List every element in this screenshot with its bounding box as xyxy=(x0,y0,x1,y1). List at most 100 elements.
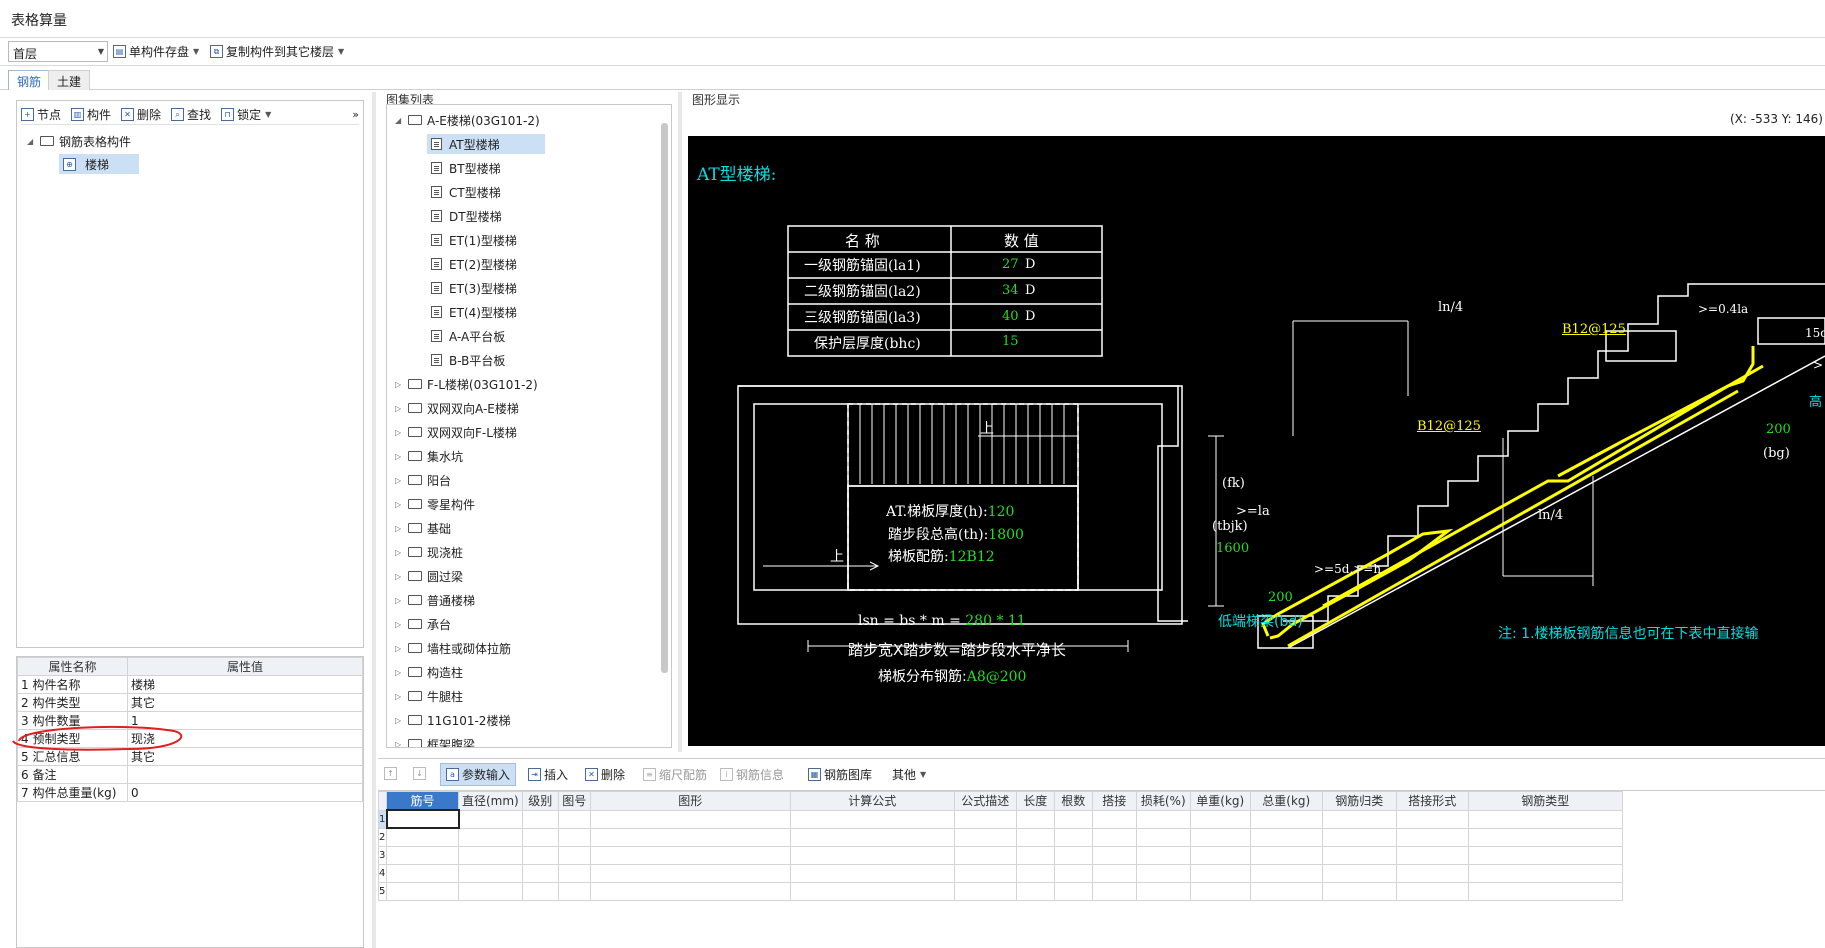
expand-icon[interactable]: ▷ xyxy=(395,403,402,413)
atlas-group[interactable]: ▷零星构件 xyxy=(395,494,475,514)
col-header[interactable]: 搭接形式 xyxy=(1395,791,1469,811)
beam-width-top[interactable]: 200 xyxy=(1766,422,1791,437)
table-cell[interactable] xyxy=(1189,863,1251,883)
property-value[interactable]: 0 xyxy=(127,783,363,802)
thickness-value[interactable]: 120 xyxy=(987,504,1015,520)
expand-icon[interactable]: ▷ xyxy=(395,667,402,677)
expand-icon[interactable]: ▷ xyxy=(395,427,402,437)
table-cell[interactable] xyxy=(1249,845,1323,865)
table-cell[interactable] xyxy=(1015,845,1055,865)
tab-civil[interactable]: 土建 xyxy=(48,70,91,90)
table-cell[interactable] xyxy=(1135,845,1191,865)
table-cell[interactable] xyxy=(1015,809,1055,829)
atlas-group[interactable]: ▷圆过梁 xyxy=(395,566,463,586)
table-cell[interactable] xyxy=(1135,863,1191,883)
col-header[interactable]: 总重(kg) xyxy=(1249,791,1323,811)
expand-icon[interactable]: ▷ xyxy=(395,475,402,485)
table-cell[interactable] xyxy=(1135,809,1191,829)
table-cell[interactable] xyxy=(521,845,559,865)
expand-icon[interactable]: ▷ xyxy=(395,691,402,701)
table-cell[interactable] xyxy=(1053,845,1093,865)
atlas-group[interactable]: ▷阳台 xyxy=(395,470,451,490)
atlas-group[interactable]: ▷墙柱或砌体拉筋 xyxy=(395,638,511,658)
table-cell[interactable] xyxy=(1321,881,1397,901)
table-cell[interactable] xyxy=(1135,827,1191,847)
table-cell[interactable] xyxy=(953,809,1017,829)
table-cell[interactable] xyxy=(1395,845,1469,865)
table-cell[interactable] xyxy=(1091,809,1137,829)
tree-root[interactable]: ◢ 钢筋表格构件 xyxy=(27,131,131,151)
table-cell[interactable] xyxy=(1395,881,1469,901)
property-value[interactable]: 其它 xyxy=(127,693,363,712)
table-cell[interactable] xyxy=(1091,845,1137,865)
table-cell[interactable] xyxy=(557,863,591,883)
property-row[interactable]: 7 构件总重量(kg)0 xyxy=(17,783,363,802)
table-cell[interactable] xyxy=(1467,845,1623,865)
table-cell[interactable] xyxy=(1321,827,1397,847)
atlas-group[interactable]: ▷承台 xyxy=(395,614,451,634)
table-cell[interactable] xyxy=(458,881,523,901)
insert-button[interactable]: ⇥插入 xyxy=(528,766,568,783)
table-row[interactable]: 2 xyxy=(378,827,1623,847)
expand-icon[interactable]: ▷ xyxy=(395,715,402,725)
table-cell[interactable] xyxy=(953,827,1017,847)
table-cell[interactable] xyxy=(521,863,559,883)
col-header[interactable]: 损耗(%) xyxy=(1135,791,1191,811)
property-row[interactable]: 2 构件类型其它 xyxy=(17,693,363,712)
table-cell[interactable] xyxy=(1189,827,1251,847)
property-value[interactable] xyxy=(127,765,363,784)
param-value[interactable]: 40 xyxy=(1002,309,1019,324)
table-cell[interactable] xyxy=(1015,881,1055,901)
table-cell[interactable] xyxy=(589,845,791,865)
atlas-group[interactable]: ▷双网双向F-L楼梯 xyxy=(395,422,517,442)
table-cell[interactable] xyxy=(386,845,459,865)
table-cell[interactable] xyxy=(789,863,955,883)
table-cell[interactable] xyxy=(1091,881,1137,901)
table-row[interactable]: 1 xyxy=(378,809,1623,829)
table-cell-selected[interactable] xyxy=(385,809,460,829)
col-header[interactable]: 计算公式 xyxy=(789,791,955,811)
col-header[interactable]: 图号 xyxy=(557,791,591,811)
scale-rebar-button[interactable]: ≡缩尺配筋 xyxy=(643,766,707,783)
save-single-button[interactable]: ▤ 单构件存盘 ▼ xyxy=(113,43,199,60)
beam-width-bottom[interactable]: 200 xyxy=(1268,590,1293,605)
table-cell[interactable] xyxy=(1189,881,1251,901)
rebar-library-button[interactable]: ▦钢筋图库 xyxy=(808,766,872,783)
table-cell[interactable] xyxy=(1135,881,1191,901)
table-cell[interactable] xyxy=(386,881,459,901)
atlas-group-open[interactable]: ◢ A-E楼梯(03G101-2) xyxy=(395,110,540,130)
floor-select[interactable]: 首层 ▼ xyxy=(8,41,108,62)
table-cell[interactable] xyxy=(1091,827,1137,847)
table-cell[interactable] xyxy=(1189,809,1251,829)
table-cell[interactable] xyxy=(458,827,523,847)
table-cell[interactable] xyxy=(589,881,791,901)
rebar-value[interactable]: 12B12 xyxy=(948,549,995,565)
table-cell[interactable] xyxy=(521,827,559,847)
atlas-item[interactable]: BT型楼梯 xyxy=(431,158,501,178)
table-cell[interactable] xyxy=(1015,863,1055,883)
table-cell[interactable] xyxy=(1249,809,1323,829)
toolbar-overflow-icon[interactable]: » xyxy=(352,108,359,121)
graphic-canvas[interactable]: AT型楼梯: 名 称 数 值 一级钢筋锚固(la1) 27 D 二级钢筋锚固(l… xyxy=(688,136,1825,746)
distribution-value[interactable]: A8@200 xyxy=(966,669,1027,685)
expand-icon[interactable]: ▷ xyxy=(395,547,402,557)
table-cell[interactable] xyxy=(1249,827,1323,847)
table-cell[interactable] xyxy=(1091,863,1137,883)
arrow-up-icon[interactable]: ↑ xyxy=(384,767,397,780)
atlas-group[interactable]: ▷F-L楼梯(03G101-2) xyxy=(395,374,538,394)
lsn-value[interactable]: 280 * 11 xyxy=(965,613,1026,629)
component-button[interactable]: ▥构件 xyxy=(71,106,111,123)
expand-icon[interactable]: ▷ xyxy=(395,523,402,533)
property-value[interactable]: 楼梯 xyxy=(127,675,363,694)
atlas-scrollbar[interactable] xyxy=(661,123,668,673)
table-cell[interactable] xyxy=(1053,827,1093,847)
atlas-item[interactable]: ET(1)型楼梯 xyxy=(431,230,517,250)
table-cell[interactable] xyxy=(589,809,791,829)
property-row[interactable]: 1 构件名称楼梯 xyxy=(17,675,363,694)
col-header[interactable]: 长度 xyxy=(1015,791,1055,811)
table-cell[interactable] xyxy=(789,881,955,901)
atlas-group[interactable]: ▷普通楼梯 xyxy=(395,590,475,610)
atlas-item[interactable]: B-B平台板 xyxy=(431,350,505,370)
